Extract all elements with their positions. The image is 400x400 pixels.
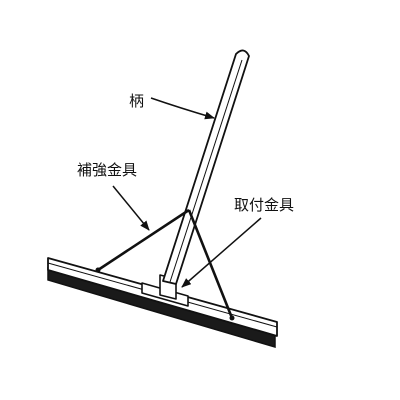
leader-arrows [112, 97, 262, 288]
mounting-leader-arrow [181, 217, 262, 288]
handle-leader-arrow [150, 97, 215, 120]
mounting-bracket-label: 取付金具 [234, 196, 295, 214]
reinforcement-leader-arrow [112, 185, 150, 231]
handle-label: 柄 [129, 92, 145, 110]
reinforcement-bracket [95, 208, 235, 321]
reinforcement-bracket-label: 補強金具 [77, 161, 138, 179]
handle [162, 49, 250, 285]
